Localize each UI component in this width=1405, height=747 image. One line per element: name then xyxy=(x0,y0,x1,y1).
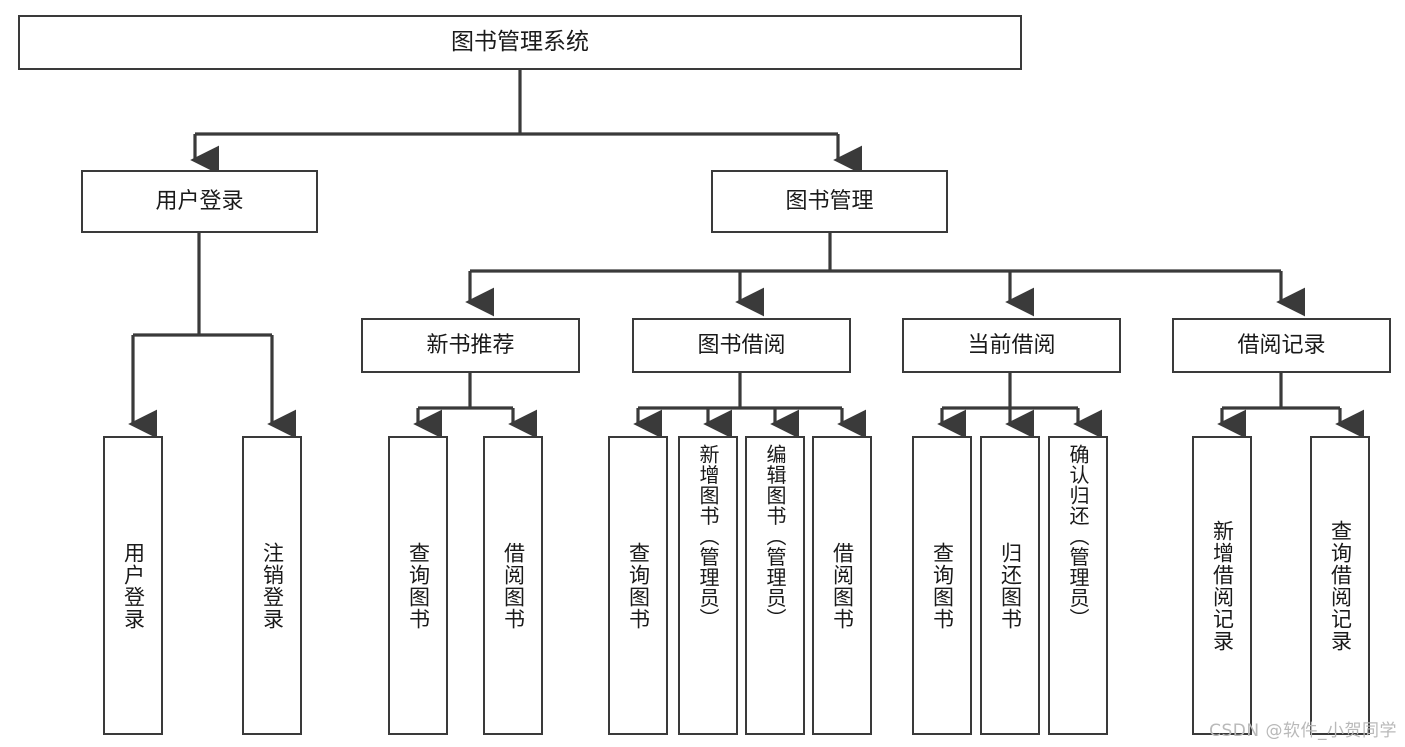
node-label: 借阅图书 xyxy=(501,541,526,630)
watermark: CSDN @软件_小贺同学 xyxy=(1209,721,1397,741)
node-label: 图书管理系统 xyxy=(451,28,589,55)
leaf-borrow-borrow-books[interactable]: 借阅图书 xyxy=(812,436,872,735)
leaf-borrow-add-book-admin[interactable]: 新增图书（管理员） xyxy=(678,436,738,735)
leaf-record-add-record[interactable]: 新增借阅记录 xyxy=(1192,436,1252,735)
node-new-book-recommendation[interactable]: 新书推荐 xyxy=(361,318,580,373)
leaf-borrow-query-books[interactable]: 查询图书 xyxy=(608,436,668,735)
leaf-current-query-books[interactable]: 查询图书 xyxy=(912,436,972,735)
node-label: 新增图书（管理员） xyxy=(696,444,720,629)
leaf-borrow-edit-book-admin[interactable]: 编辑图书（管理员） xyxy=(745,436,805,735)
node-label: 用户登录 xyxy=(121,541,146,630)
node-label: 用户登录 xyxy=(155,188,244,214)
leaf-record-query-record[interactable]: 查询借阅记录 xyxy=(1310,436,1370,735)
leaf-new-book-query-books[interactable]: 查询图书 xyxy=(388,436,448,735)
leaf-current-confirm-return-admin[interactable]: 确认归还（管理员） xyxy=(1048,436,1108,735)
leaf-new-book-borrow-books[interactable]: 借阅图书 xyxy=(483,436,543,735)
node-label: 查询图书 xyxy=(406,541,431,630)
node-user-login[interactable]: 用户登录 xyxy=(81,170,318,233)
node-label: 查询图书 xyxy=(626,541,651,630)
node-label: 归还图书 xyxy=(998,541,1023,630)
node-current-borrowing[interactable]: 当前借阅 xyxy=(902,318,1121,373)
node-label: 确认归还（管理员） xyxy=(1066,444,1090,629)
leaf-user-login-logout[interactable]: 注销登录 xyxy=(242,436,302,735)
node-label: 图书管理 xyxy=(785,188,874,214)
node-book-borrowing[interactable]: 图书借阅 xyxy=(632,318,851,373)
node-book-management[interactable]: 图书管理 xyxy=(711,170,948,233)
node-label: 查询图书 xyxy=(930,541,955,630)
node-label: 当前借阅 xyxy=(967,332,1056,358)
node-root-book-management-system[interactable]: 图书管理系统 xyxy=(18,15,1022,70)
node-label: 注销登录 xyxy=(260,541,285,630)
node-label: 图书借阅 xyxy=(697,332,786,358)
node-label: 借阅记录 xyxy=(1237,332,1326,358)
leaf-current-return-books[interactable]: 归还图书 xyxy=(980,436,1040,735)
node-label: 查询借阅记录 xyxy=(1328,519,1353,652)
node-borrowing-records[interactable]: 借阅记录 xyxy=(1172,318,1391,373)
node-label: 新书推荐 xyxy=(426,332,515,358)
node-label: 编辑图书（管理员） xyxy=(763,444,787,629)
leaf-user-login-login[interactable]: 用户登录 xyxy=(103,436,163,735)
node-label: 新增借阅记录 xyxy=(1210,519,1235,652)
node-label: 借阅图书 xyxy=(830,541,855,630)
